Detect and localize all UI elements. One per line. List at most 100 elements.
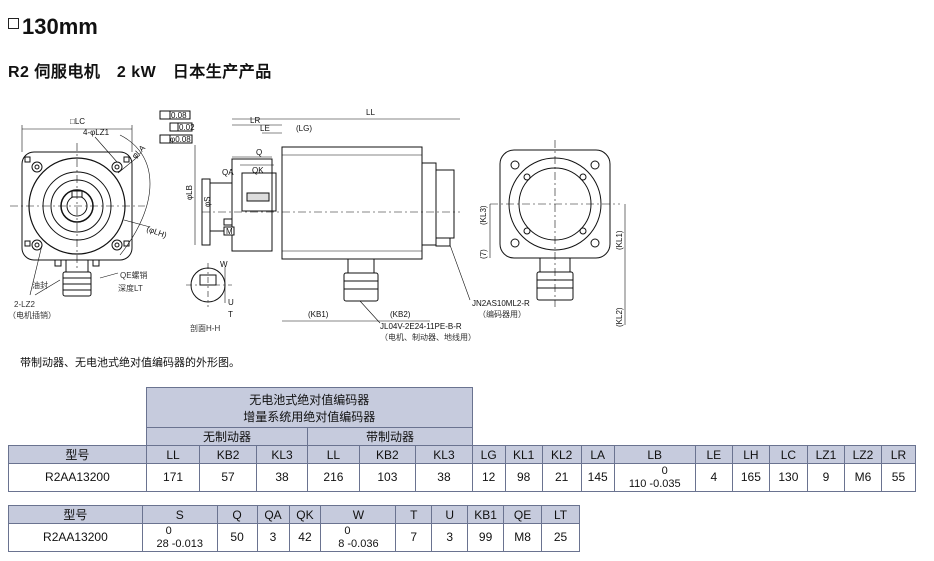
table1-header-row: 型号 LL KB2 KL3 LL KB2 KL3 LG KL1 KL2 LA L… <box>8 445 917 464</box>
col-header: KL2 <box>541 445 582 464</box>
label-jl04: JL04V-2E24-11PE-B-R <box>380 322 462 331</box>
col-header: 型号 <box>8 445 147 464</box>
drawing-note: 带制动器、无电池式绝对值编码器的外形图。 <box>20 357 240 369</box>
lb-upper: 0 <box>661 465 668 478</box>
label-lh: (φLH) <box>145 224 168 240</box>
label-jn2-note: （编码器用） <box>478 309 526 319</box>
col-header: W <box>320 505 397 524</box>
value-cell: 165 <box>731 463 770 492</box>
group-line-2: 增量系统用绝对值编码器 <box>243 409 376 424</box>
dimension-table-2: 型号 S Q QA QK W T U KB1 QE LT R2AA13200 0… <box>8 505 580 552</box>
value-cell: 3 <box>431 523 469 552</box>
value-cell: 103 <box>358 463 417 492</box>
col-header: U <box>431 505 469 524</box>
col-header: KB1 <box>467 505 505 524</box>
square-symbol <box>8 18 19 29</box>
rear-view <box>489 140 626 325</box>
label-lc: □LC <box>70 117 85 126</box>
table-row: R2AA13200 0 28 -0.013 50 3 42 0 8 -0.036… <box>8 523 580 552</box>
col-header: LT <box>541 505 580 524</box>
label-tol1: 0.08 <box>171 111 187 120</box>
label-q: Q <box>256 148 262 157</box>
col-header: LL <box>145 445 201 464</box>
label-lg: (LG) <box>296 124 312 133</box>
technical-drawing: □LC 4-φLZ1 φLA (φLH) 油封 2-LZ2 （电机插销） QE螺… <box>8 108 626 342</box>
label-kb2: (KB2) <box>390 310 411 319</box>
col-header: QK <box>288 505 322 524</box>
label-u: U <box>228 298 234 307</box>
value-cell: 21 <box>541 463 582 492</box>
col-header: LZ1 <box>806 445 845 464</box>
col-header: KB2 <box>358 445 417 464</box>
label-tol3: φ0.08 <box>170 135 191 144</box>
page-title: 130mm <box>8 14 98 40</box>
label-kl3: (KL3) <box>479 205 488 225</box>
value-cell: 50 <box>216 523 258 552</box>
value-cell: 55 <box>880 463 917 492</box>
label-jn2: JN2AS10ML2-R <box>472 299 530 308</box>
group-line-1: 无电池式绝对值编码器 <box>249 392 370 407</box>
label-kl2: (KL2) <box>615 307 624 327</box>
lb-tolerance-cell: 0 110 -0.035 <box>613 463 696 492</box>
title-text: 130mm <box>22 14 98 39</box>
s-upper: 0 <box>165 525 172 538</box>
value-cell: 171 <box>145 463 201 492</box>
value-cell: 7 <box>395 523 433 552</box>
col-header: LG <box>471 445 506 464</box>
label-la: φLA <box>130 143 147 160</box>
col-header: LA <box>580 445 615 464</box>
label-lz2: 2-LZ2 <box>14 300 35 309</box>
subgroup-no-brake: 无制动器 <box>145 427 309 446</box>
label-kb1: (KB1) <box>308 310 329 319</box>
value-cell: 3 <box>256 523 290 552</box>
label-seal: 油封 <box>32 280 48 290</box>
label-qk: QK <box>252 166 264 175</box>
encoder-group-header: 无电池式绝对值编码器 增量系统用绝对值编码器 <box>145 387 473 428</box>
w-upper: 0 <box>344 525 351 538</box>
col-header: 型号 <box>8 505 143 524</box>
label-lz1: 4-φLZ1 <box>83 128 110 137</box>
w-tolerance-cell: 0 8 -0.036 <box>320 523 397 552</box>
value-cell: 98 <box>504 463 543 492</box>
side-view <box>159 110 471 324</box>
label-t: T <box>228 310 233 319</box>
col-header: LR <box>880 445 917 464</box>
label-s: φS <box>203 196 212 207</box>
value-cell: 25 <box>541 523 580 552</box>
value-cell: 4 <box>694 463 733 492</box>
value-cell: 38 <box>415 463 473 492</box>
label-lb: φLB <box>185 185 194 200</box>
label-le: LE <box>260 124 270 133</box>
col-header: LB <box>613 445 696 464</box>
col-header: KL1 <box>504 445 543 464</box>
col-header: LL <box>307 445 360 464</box>
page-subtitle: R2 伺服电机 2 kW 日本生产产品 <box>8 64 272 81</box>
lb-nominal: 110 <box>628 477 647 490</box>
col-header: Q <box>216 505 258 524</box>
s-lower: -0.013 <box>171 537 203 550</box>
label-ll: LL <box>366 108 375 117</box>
col-header: LC <box>768 445 808 464</box>
col-header: KB2 <box>199 445 257 464</box>
label-kl1: (KL1) <box>615 230 624 250</box>
label-m: M <box>226 227 233 236</box>
label-seven: (7) <box>479 249 488 259</box>
col-header: LE <box>694 445 733 464</box>
label-w: W <box>220 260 228 269</box>
model-cell: R2AA13200 <box>8 523 143 552</box>
col-header: KL3 <box>255 445 309 464</box>
col-header: QA <box>256 505 290 524</box>
dimension-table-1: 无电池式绝对值编码器 增量系统用绝对值编码器 无制动器 带制动器 型号 LL K… <box>8 387 917 492</box>
label-lr: LR <box>250 116 260 125</box>
value-cell: 9 <box>806 463 845 492</box>
value-cell: 57 <box>199 463 257 492</box>
value-cell: 130 <box>768 463 808 492</box>
value-cell: 99 <box>467 523 505 552</box>
subgroup-with-brake: 带制动器 <box>307 427 473 446</box>
section-view <box>186 263 232 307</box>
value-cell: 216 <box>307 463 360 492</box>
value-cell: 42 <box>288 523 322 552</box>
value-cell: 12 <box>471 463 506 492</box>
front-view <box>10 125 151 297</box>
value-cell: 38 <box>255 463 309 492</box>
